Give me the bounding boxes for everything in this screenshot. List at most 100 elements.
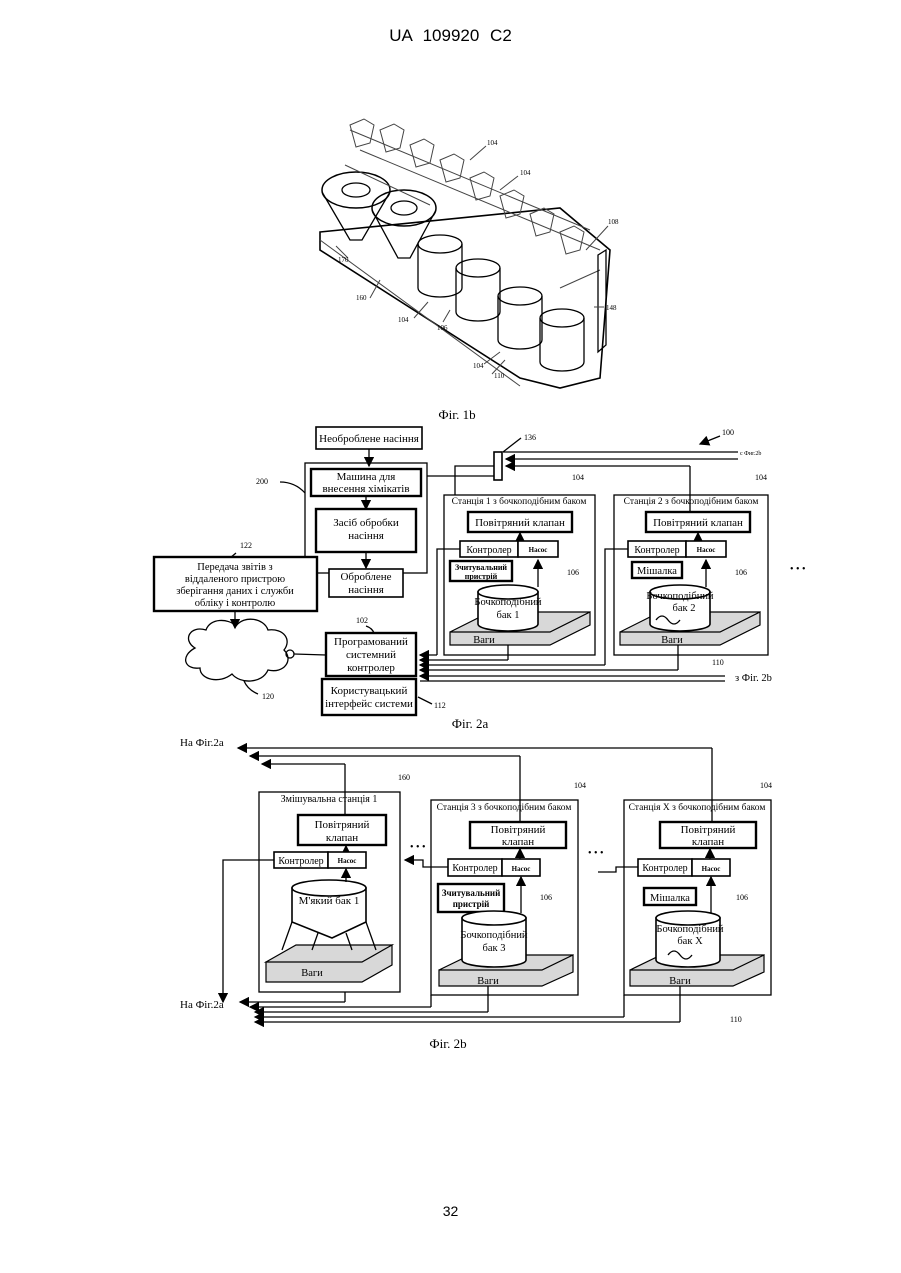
reports-line3: зберігання даних і служби [176,586,294,597]
soft-tank-label: М'який бак 1 [299,895,360,907]
stationX-tank-line1: Бочкоподібний [656,924,724,935]
system-controller-line1: Програмований [334,636,408,648]
ref-112: 112 [434,701,446,710]
reports-line1: Передача звітів з [197,562,272,573]
station2-tank-line1: Бочкоподібний [646,591,714,602]
user-interface-line1: Користувацький [331,685,408,697]
fig1b-ref-170: 170 [338,256,349,264]
station2-mixer: Мішалка [637,566,677,577]
stationX-controller: Контролер [642,863,687,874]
chem-machine-line1: Машина для [337,471,396,483]
treated-seed-line2: насіння [348,584,384,596]
station3-reader-line2: пристрій [453,899,490,909]
system-controller-line2: системний [346,649,396,661]
fig2a-ellipsis: • • • [790,564,806,575]
seed-treatment-line1: Засіб обробки [333,517,399,529]
mix-scale-shape [266,945,392,982]
station3-ref-106: 106 [540,893,552,902]
stationX-air-valve-line1: Повітряний [681,824,736,836]
station1-ref-104: 104 [572,473,584,482]
ref-122: 122 [240,541,252,550]
stationX-mixer: Мішалка [650,893,690,904]
fig1b-ref-104b: 104 [520,169,531,177]
mix-air-valve-line1: Повітряний [315,819,370,831]
fig2b-caption: Фіг. 2b [429,1036,466,1051]
station3-air-valve-line2: клапан [502,836,534,848]
station3-tank-line1: Бочкоподібний [460,930,528,941]
mix-station-ref-160: 160 [398,773,410,782]
station1-pump: Насос [529,546,548,554]
reports-line2: віддаленого пристрою [185,574,285,585]
station2-air-valve: Повітряний клапан [653,517,743,529]
station2-tank-line2: бак 2 [673,603,696,614]
fig1b-ref-148: 148 [606,304,617,312]
station1-scale: Ваги [473,635,495,646]
from-fig2b-top: с Фиг.2b [740,451,761,457]
station2-title: Станція 2 з бочкоподібним баком [624,496,759,507]
fig1b-ref-106: 106 [437,324,448,332]
user-interface-line2: інтерфейс системи [325,698,413,710]
page-number: 32 [0,1203,901,1219]
fig2a-caption: Фіг. 2а [452,716,489,731]
mix-scale: Ваги [301,968,323,979]
stationX-title: Станція X з бочкоподібним баком [629,802,766,813]
stationX-tank-line2: бак X [677,936,703,947]
station3-tank-line2: бак 3 [483,943,506,954]
system-controller-line3: контролер [347,662,395,674]
station3-title: Станція 3 з бочкоподібним баком [437,802,572,813]
station1-air-valve: Повітряний клапан [475,517,565,529]
seed-treatment-line2: насіння [348,530,384,542]
station1-controller: Контролер [466,545,511,556]
ref-102: 102 [356,616,368,625]
station2-pump: Насос [697,546,716,554]
fig1b-ref-104c: 104 [398,316,409,324]
stationX-air-valve-line2: клапан [692,836,724,848]
station2-ref-106: 106 [735,568,747,577]
station3-scale: Ваги [477,976,499,987]
chem-machine-line2: внесення хімікатів [322,483,409,495]
fig1b-ref-110: 110 [494,372,505,380]
mix-pump: Насос [338,857,357,865]
fig2b-ellipsis-1: • • • [410,842,426,853]
station3-pump: Насос [512,865,531,873]
station2-ref-110: 110 [712,658,724,667]
ref-136: 136 [524,433,536,442]
station3-ref-104: 104 [574,781,586,790]
manifold-136 [494,452,502,480]
station3-reader-line1: Зчитувальний [442,888,501,898]
to-fig2a-bottom: На Фіг.2а [180,999,224,1011]
ref-200: 200 [256,477,268,486]
mix-controller: Контролер [278,856,323,867]
stationX-ref-106: 106 [736,893,748,902]
station1-tank-line2: бак 1 [497,610,520,621]
fig1b-ref-104d: 104 [473,362,484,370]
to-fig2a-top: На Фіг.2а [180,737,224,749]
fig1b-machine-illustration [320,119,610,388]
station2-controller: Контролер [634,545,679,556]
station1-tank-line1: Бочкоподібний [474,597,542,608]
mix-station-title: Змішувальна станція 1 [281,794,378,805]
station1-reader-line1: Зчитувальний [455,563,507,572]
from-fig2b-bottom: з Фіг. 2b [735,673,772,684]
untreated-seed-label: Необроблене насіння [319,433,419,445]
fig2b-ellipsis-2: • • • [588,848,604,859]
mix-air-valve-line2: клапан [326,832,358,844]
fig1b-ref-160: 160 [356,294,367,302]
treated-seed-line1: Оброблене [340,571,391,583]
station3-air-valve-line1: Повітряний [491,824,546,836]
ref-120: 120 [262,692,274,701]
stationX-scale: Ваги [669,976,691,987]
stationX-ref-104: 104 [760,781,772,790]
station2-scale: Ваги [661,635,683,646]
reports-line4: обліку і контролю [195,598,276,609]
station1-reader-line2: пристрій [465,572,498,581]
station1-title: Станція 1 з бочкоподібним баком [452,496,587,507]
station3-controller: Контролер [452,863,497,874]
stationX-pump: Насос [702,865,721,873]
fig1b-caption: Фіг. 1b [438,407,475,422]
station1-ref-106: 106 [567,568,579,577]
stationX-ref-110: 110 [730,1015,742,1024]
internet-cloud-icon [186,619,288,681]
ref-100: 100 [722,428,734,437]
